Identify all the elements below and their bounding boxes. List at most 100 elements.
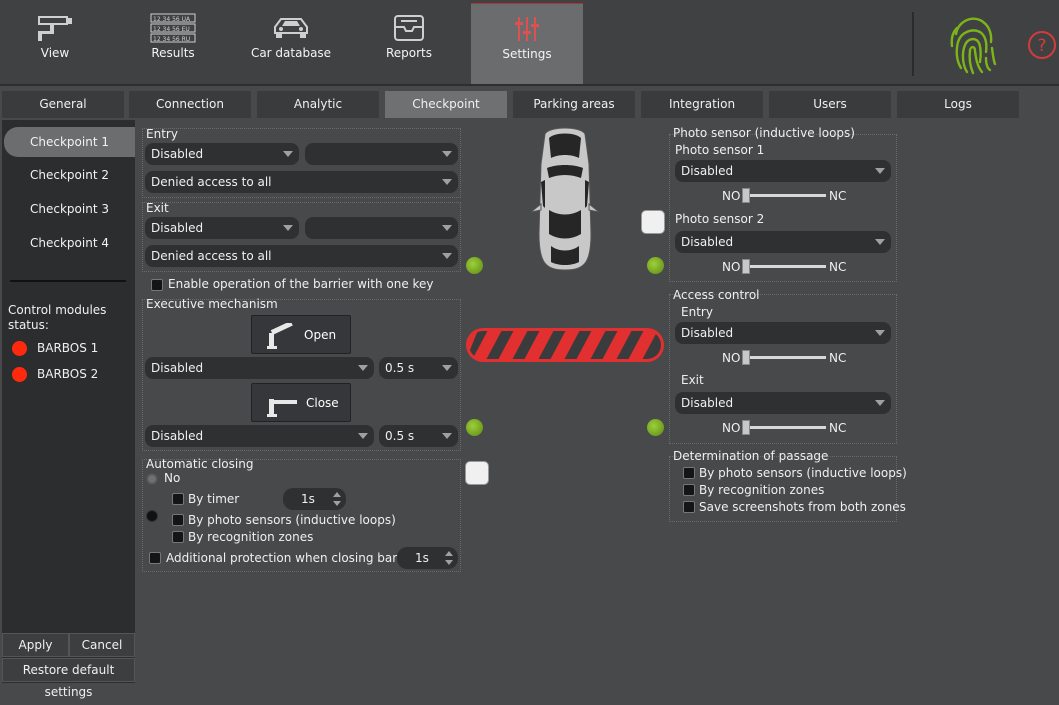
photo-sensor-1-icon [641,210,665,234]
exit-secondary-select[interactable] [305,217,458,239]
photo-sensor-2-value: Disabled [681,235,734,249]
slider-track [742,265,826,268]
tab-logs[interactable]: Logs [897,91,1019,118]
photo-sensor-2-icon [465,461,489,485]
additional-protection-spinbox[interactable]: 1s [397,547,458,569]
chevron-down-icon [442,225,452,231]
status-dot-icon [12,367,27,382]
open-barrier-label: Open [304,328,337,342]
fingerprint-icon[interactable] [948,12,998,76]
tab-analytic[interactable]: Analytic [257,91,379,118]
executive-mechanism-group [142,299,461,451]
passage-recognition-zones-checkbox[interactable] [683,484,695,496]
entry-mode-select[interactable]: Disabled [145,143,299,165]
help-glyph: ? [1037,36,1046,56]
exit-mode-select[interactable]: Disabled [145,217,299,239]
restore-defaults-button[interactable]: Restore default settings [2,658,135,699]
open-mode-select[interactable]: Disabled [145,357,374,379]
slider-track [742,194,826,197]
barrier-arm-icon [466,328,664,362]
nc-label: NC [829,421,847,435]
nav-settings-button[interactable]: Settings [471,3,583,84]
save-screenshots-label: Save screenshots from both zones [699,500,906,514]
tab-parking-areas[interactable]: Parking areas [513,91,635,118]
chevron-up-icon[interactable] [445,551,453,556]
one-key-checkbox[interactable] [151,279,163,291]
license-plate-list-icon: 12 34 56 UA 12 34 56 EU 12 34 56 RU [150,13,196,43]
access-entry-title: Entry [681,305,713,319]
control-modules-status-title: Control modules status: [8,303,107,332]
additional-protection-checkbox[interactable] [149,552,161,564]
photo-sensor-1-no-nc-slider[interactable] [742,188,826,203]
access-indicator-green [647,419,664,436]
executive-mechanism-title: Executive mechanism [146,297,278,311]
slider-knob[interactable] [742,259,750,274]
sidebar-item-checkpoint-1[interactable]: Checkpoint 1 [4,127,135,157]
entry-access-select[interactable]: Denied access to all [145,171,458,193]
nav-reports-button[interactable]: Reports [354,3,464,84]
help-icon[interactable]: ? [1027,30,1057,60]
close-barrier-label: Close [306,396,339,410]
passage-photo-sensors-checkbox[interactable] [683,467,695,479]
timer-spinbox[interactable]: 1s [283,488,346,510]
chevron-down-icon [358,433,368,439]
slider-knob[interactable] [742,350,750,365]
close-mode-select[interactable]: Disabled [145,425,374,447]
access-entry-no-nc-slider[interactable] [742,350,826,365]
exit-access-value: Denied access to all [151,249,272,263]
photo-sensor-2-no-nc-slider[interactable] [742,259,826,274]
chevron-down-icon [283,225,293,231]
access-entry-value: Disabled [681,326,734,340]
chevron-down-icon [442,433,452,439]
slider-knob[interactable] [742,420,750,435]
by-photo-sensors-checkbox[interactable] [172,514,184,526]
exit-access-select[interactable]: Denied access to all [145,245,458,267]
sidebar-item-checkpoint-3[interactable]: Checkpoint 3 [30,202,109,216]
sidebar-item-checkpoint-4[interactable]: Checkpoint 4 [30,236,109,250]
passage-title: Determination of passage [673,449,829,463]
open-time-select[interactable]: 0.5 s [379,357,458,379]
cancel-button[interactable]: Cancel [69,633,135,657]
tab-checkpoint[interactable]: Checkpoint [385,91,507,118]
slider-track [742,426,826,429]
status-dot-icon [12,341,27,356]
close-time-select[interactable]: 0.5 s [379,425,458,447]
cctv-camera-icon [38,16,72,41]
tab-connection[interactable]: Connection [129,91,251,118]
no-label: NO [722,421,741,435]
chevron-down-icon[interactable] [445,560,453,565]
apply-button[interactable]: Apply [2,633,69,657]
reports-box-icon [394,15,424,41]
nav-view-button[interactable]: View [0,3,110,84]
tab-integration[interactable]: Integration [641,91,763,118]
by-recognition-zones-checkbox[interactable] [172,531,184,543]
auto-close-conditional-radio[interactable] [146,510,158,522]
nav-results-button[interactable]: 12 34 56 UA 12 34 56 EU 12 34 56 RU Resu… [118,3,228,84]
open-barrier-button[interactable]: Open [251,315,351,354]
module-name: BARBOS 1 [37,341,99,355]
automatic-closing-group [142,459,461,572]
access-exit-select[interactable]: Disabled [675,392,891,414]
slider-knob[interactable] [742,188,750,203]
chevron-down-icon[interactable] [333,501,341,506]
entry-secondary-select[interactable] [305,143,458,165]
chevron-up-icon[interactable] [333,492,341,497]
by-timer-label: By timer [188,492,240,506]
module-name: BARBOS 2 [37,367,99,381]
access-entry-select[interactable]: Disabled [675,322,891,344]
save-screenshots-checkbox[interactable] [683,501,695,513]
photo-sensor-title: Photo sensor (inductive loops) [673,126,855,140]
slider-track [742,356,826,359]
by-timer-checkbox[interactable] [172,493,184,505]
photo-sensor-2-select[interactable]: Disabled [675,231,891,253]
nc-label: NC [829,260,847,274]
auto-close-no-radio[interactable] [146,473,158,485]
sidebar-item-checkpoint-2[interactable]: Checkpoint 2 [30,168,109,182]
chevron-down-icon [875,330,885,336]
tab-general[interactable]: General [2,91,124,118]
close-barrier-button[interactable]: Close [251,383,351,422]
photo-sensor-1-select[interactable]: Disabled [675,160,891,182]
tab-users[interactable]: Users [769,91,891,118]
access-exit-no-nc-slider[interactable] [742,420,826,435]
nav-car-database-button[interactable]: Car database [236,3,346,84]
